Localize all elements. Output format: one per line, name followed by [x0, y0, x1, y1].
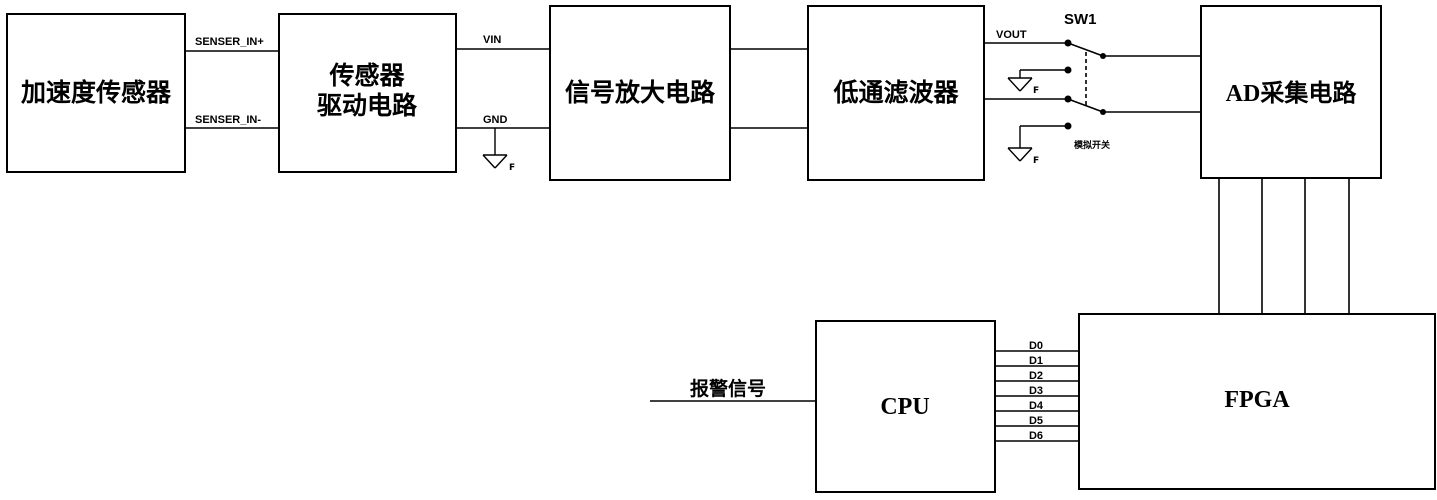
ground-mark: F: [1033, 86, 1039, 96]
cpu-block: CPU: [815, 320, 996, 493]
cpu-label: CPU: [880, 394, 929, 420]
sensor-driver-label-line2: 驱动电路: [317, 91, 418, 120]
data-bus-label: D5: [1029, 415, 1043, 427]
vout-label: VOUT: [996, 29, 1027, 41]
ground-mark: F: [509, 163, 515, 173]
ad-acquire-label: AD采集电路: [1226, 79, 1358, 107]
sensor-driver-label-line1: 传感器: [328, 61, 405, 90]
signal-amp-label: 信号放大电路: [565, 78, 716, 107]
ad-to-fpga-wires: [1218, 178, 1350, 314]
analog-switch-sw1: SW1 VOUT F: [984, 11, 1201, 166]
sensor-in-plus-label: SENSER_IN+: [195, 36, 264, 48]
analog-switch-label: 模拟开关: [1074, 139, 1110, 151]
fpga-block: FPGA: [1078, 313, 1436, 490]
data-bus-label: D0: [1029, 340, 1043, 352]
lowpass-filter-label: 低通滤波器: [832, 78, 959, 107]
alarm-signal-label: 报警信号: [690, 377, 766, 400]
data-bus-label: D1: [1029, 355, 1043, 367]
gnd-label: GND: [483, 114, 508, 126]
switch-name-label: SW1: [1064, 11, 1097, 28]
data-bus-label: D4: [1029, 400, 1044, 412]
ground-symbol-gnd: F: [482, 154, 515, 173]
data-bus-label: D2: [1029, 370, 1043, 382]
accel-sensor-label: 加速度传感器: [20, 78, 172, 107]
ground-symbol-sw-b: F: [1007, 147, 1039, 166]
lowpass-filter-block: 低通滤波器: [807, 5, 985, 181]
sensor-to-driver-wires: SENSER_IN+ SENSER_IN-: [185, 36, 279, 129]
data-bus-label: D3: [1029, 385, 1043, 397]
alarm-signal-wire: 报警信号: [650, 377, 816, 402]
sensor-in-minus-label: SENSER_IN-: [195, 114, 261, 126]
amp-to-filter-wires: [730, 48, 808, 129]
ground-symbol-sw-a: F: [1007, 77, 1039, 96]
accel-sensor-block: 加速度传感器: [6, 13, 186, 173]
ground-mark: F: [1033, 156, 1039, 166]
driver-to-amp-wires: VIN GND F: [456, 34, 550, 173]
data-bus-label: D6: [1029, 430, 1043, 442]
ad-acquire-block: AD采集电路: [1200, 5, 1382, 179]
vin-label: VIN: [483, 34, 501, 46]
signal-amp-block: 信号放大电路: [549, 5, 731, 181]
fpga-label: FPGA: [1224, 387, 1290, 413]
sensor-driver-block: 传感器 驱动电路: [278, 13, 457, 173]
